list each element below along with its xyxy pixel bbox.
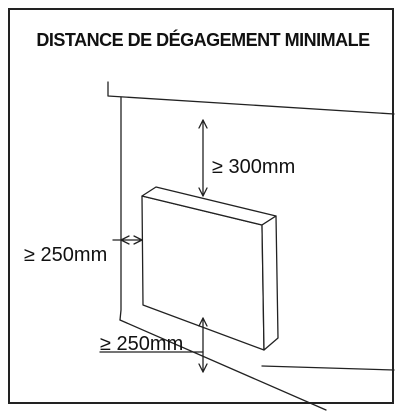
top-clearance-label: ≥ 300mm <box>212 156 296 178</box>
floor-line-far <box>261 365 395 371</box>
ceiling-line <box>107 81 395 115</box>
diagram-title: DISTANCE DE DÉGAGEMENT MINIMALE <box>36 30 370 50</box>
floor-clearance-label: ≥ 250mm <box>100 333 184 355</box>
floor-line <box>119 319 327 411</box>
side-arrow-left <box>120 235 130 245</box>
floor-arrow-down <box>198 363 208 373</box>
heater-side <box>261 215 279 351</box>
wall-corner-line <box>119 96 122 321</box>
side-arrow-right <box>133 235 143 245</box>
top-arrow-up <box>198 119 208 129</box>
top-arrow-down <box>198 187 208 197</box>
floor-arrow-up <box>198 317 208 327</box>
side-clearance-label: ≥ 250mm <box>24 244 108 266</box>
